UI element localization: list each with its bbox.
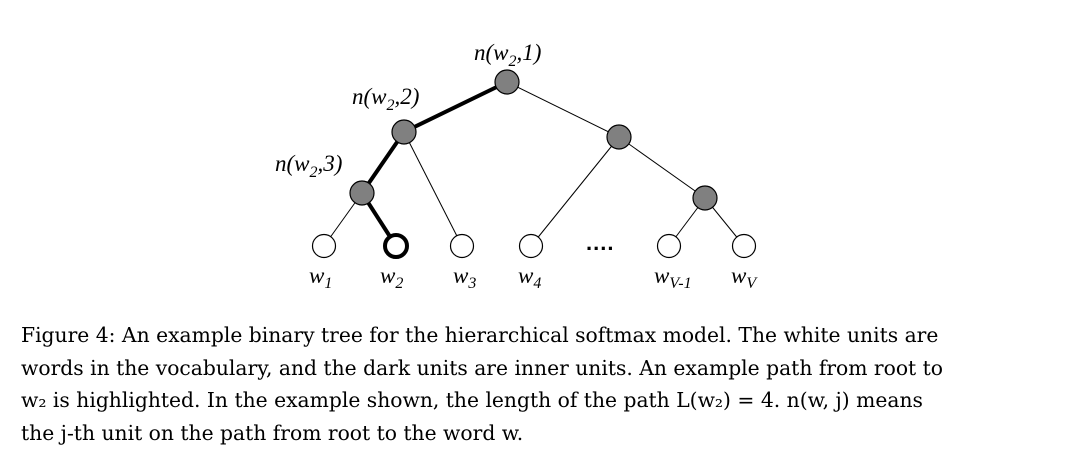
word-labels: w1 w2 w3 w4 wV-1 wV [309,263,758,292]
label-level3: n(w2,3) [275,151,342,181]
binary-tree-diagram: .... n(w2,1) n(w2,2) n(w2,3) w1 w2 w3 w4 wV-… [275,40,758,292]
word-unit-5 [656,233,682,259]
caption-line-1: Figure 4: An example binary tree for the… [21,323,939,347]
path-edge-root-n2 [402,80,509,134]
caption-line-2: words in the vocabulary, and the dark un… [21,355,944,380]
inner-unit-right [606,124,632,150]
word-label-1: w1 [309,263,332,292]
edge-root-right [506,81,620,138]
word-units [311,233,757,259]
word-unit-2 [383,233,409,259]
word-unit-6 [731,233,757,259]
label-level2: n(w2,2) [352,84,419,114]
word-unit-3 [449,233,475,259]
leaf-ellipsis: .... [586,230,614,255]
edge-n2-w3 [403,131,463,247]
word-label-6: wV [731,263,758,292]
inner-unit-n2 [391,119,417,145]
word-label-4: w4 [518,263,541,292]
caption-line-4: the j-th unit on the path from root to t… [21,420,524,445]
word-label-3: w3 [453,263,476,292]
inner-unit-n3 [349,180,375,206]
word-unit-4 [518,233,544,259]
edge-right-nright2 [618,136,706,199]
word-unit-1 [311,233,337,259]
inner-unit-right2 [692,185,718,211]
figure-caption: Figure 4: An example binary tree for the… [21,319,1031,449]
caption-line-3: w₂ is highlighted. In the example shown,… [21,388,923,412]
label-root: n(w2,1) [474,40,541,70]
word-label-5: wV-1 [654,263,692,292]
inner-units [349,69,718,211]
edge-right-w4 [530,136,620,247]
word-label-2: w2 [380,263,403,292]
inner-unit-root [494,69,520,95]
